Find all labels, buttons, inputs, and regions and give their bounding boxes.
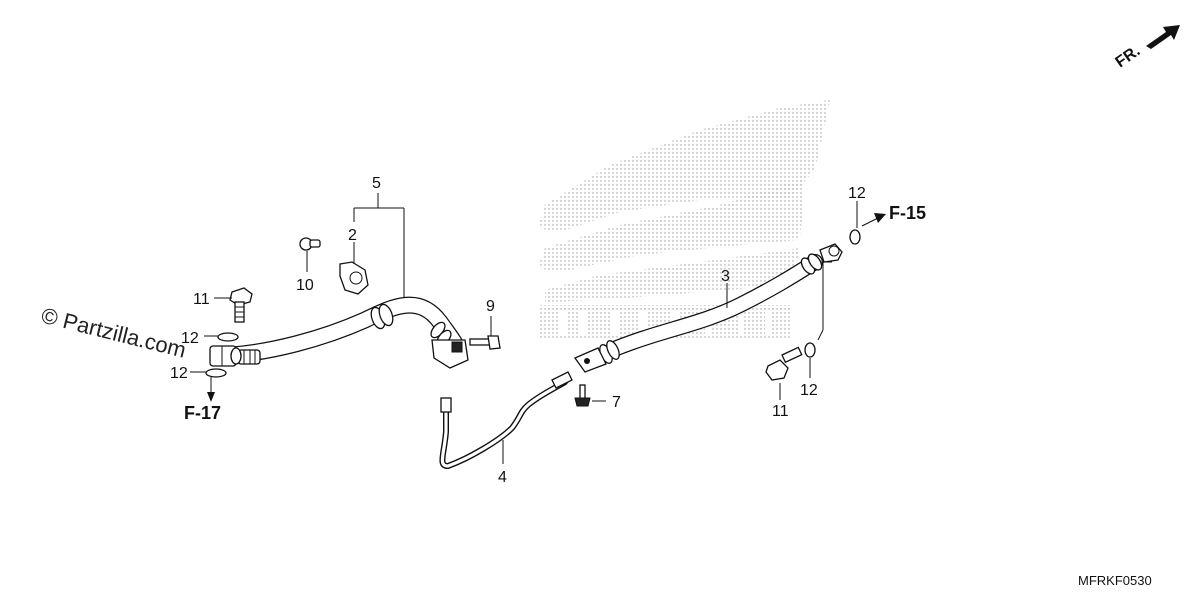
ref-f15[interactable]: F-15	[889, 203, 926, 223]
callout-4: 4	[498, 469, 507, 486]
bolt-7[interactable]	[574, 384, 591, 407]
callout-12-right-top: 12	[848, 185, 866, 202]
front-direction-arrow: FR.	[1113, 25, 1180, 71]
ref-f17[interactable]: F-17	[184, 403, 221, 423]
callout-labels: 5 2 10 11 12 12 9 3 4 7 12 12 11	[170, 175, 866, 486]
callout-10: 10	[296, 277, 314, 294]
watermark-text: © Partzilla.com	[39, 303, 189, 363]
bolt-10[interactable]	[299, 237, 321, 251]
callout-3: 3	[721, 268, 730, 285]
front-direction-label: FR.	[1113, 43, 1144, 72]
wing-logo-background	[538, 100, 830, 338]
washer-12-left-bottom[interactable]	[205, 368, 227, 378]
callout-11-left: 11	[193, 291, 210, 308]
callout-5: 5	[372, 175, 381, 192]
bolt-9[interactable]	[469, 335, 501, 350]
bolt-11-left[interactable]	[229, 287, 253, 323]
washer-12-right-bottom[interactable]	[804, 342, 816, 358]
brake-hose-3[interactable]	[574, 243, 843, 373]
callout-7: 7	[612, 394, 621, 411]
banjo-fitting-left[interactable]	[209, 345, 242, 367]
washer-12-left-top[interactable]	[217, 332, 239, 342]
leader-lines	[190, 193, 886, 464]
callout-12-left-bottom: 12	[170, 365, 188, 382]
callout-2: 2	[348, 227, 357, 244]
brake-hose-5[interactable]	[223, 296, 469, 369]
figure-code: MFRKF0530	[1078, 573, 1152, 588]
callout-12-right-bottom: 12	[800, 382, 818, 399]
clamp-2[interactable]	[339, 261, 369, 295]
callout-12-left-top: 12	[181, 330, 199, 347]
callout-9: 9	[486, 298, 495, 315]
washer-12-right-top[interactable]	[849, 229, 861, 245]
brake-pipe-4[interactable]	[439, 371, 573, 469]
callout-11-right: 11	[772, 403, 789, 420]
bolt-11-right[interactable]	[765, 346, 803, 381]
